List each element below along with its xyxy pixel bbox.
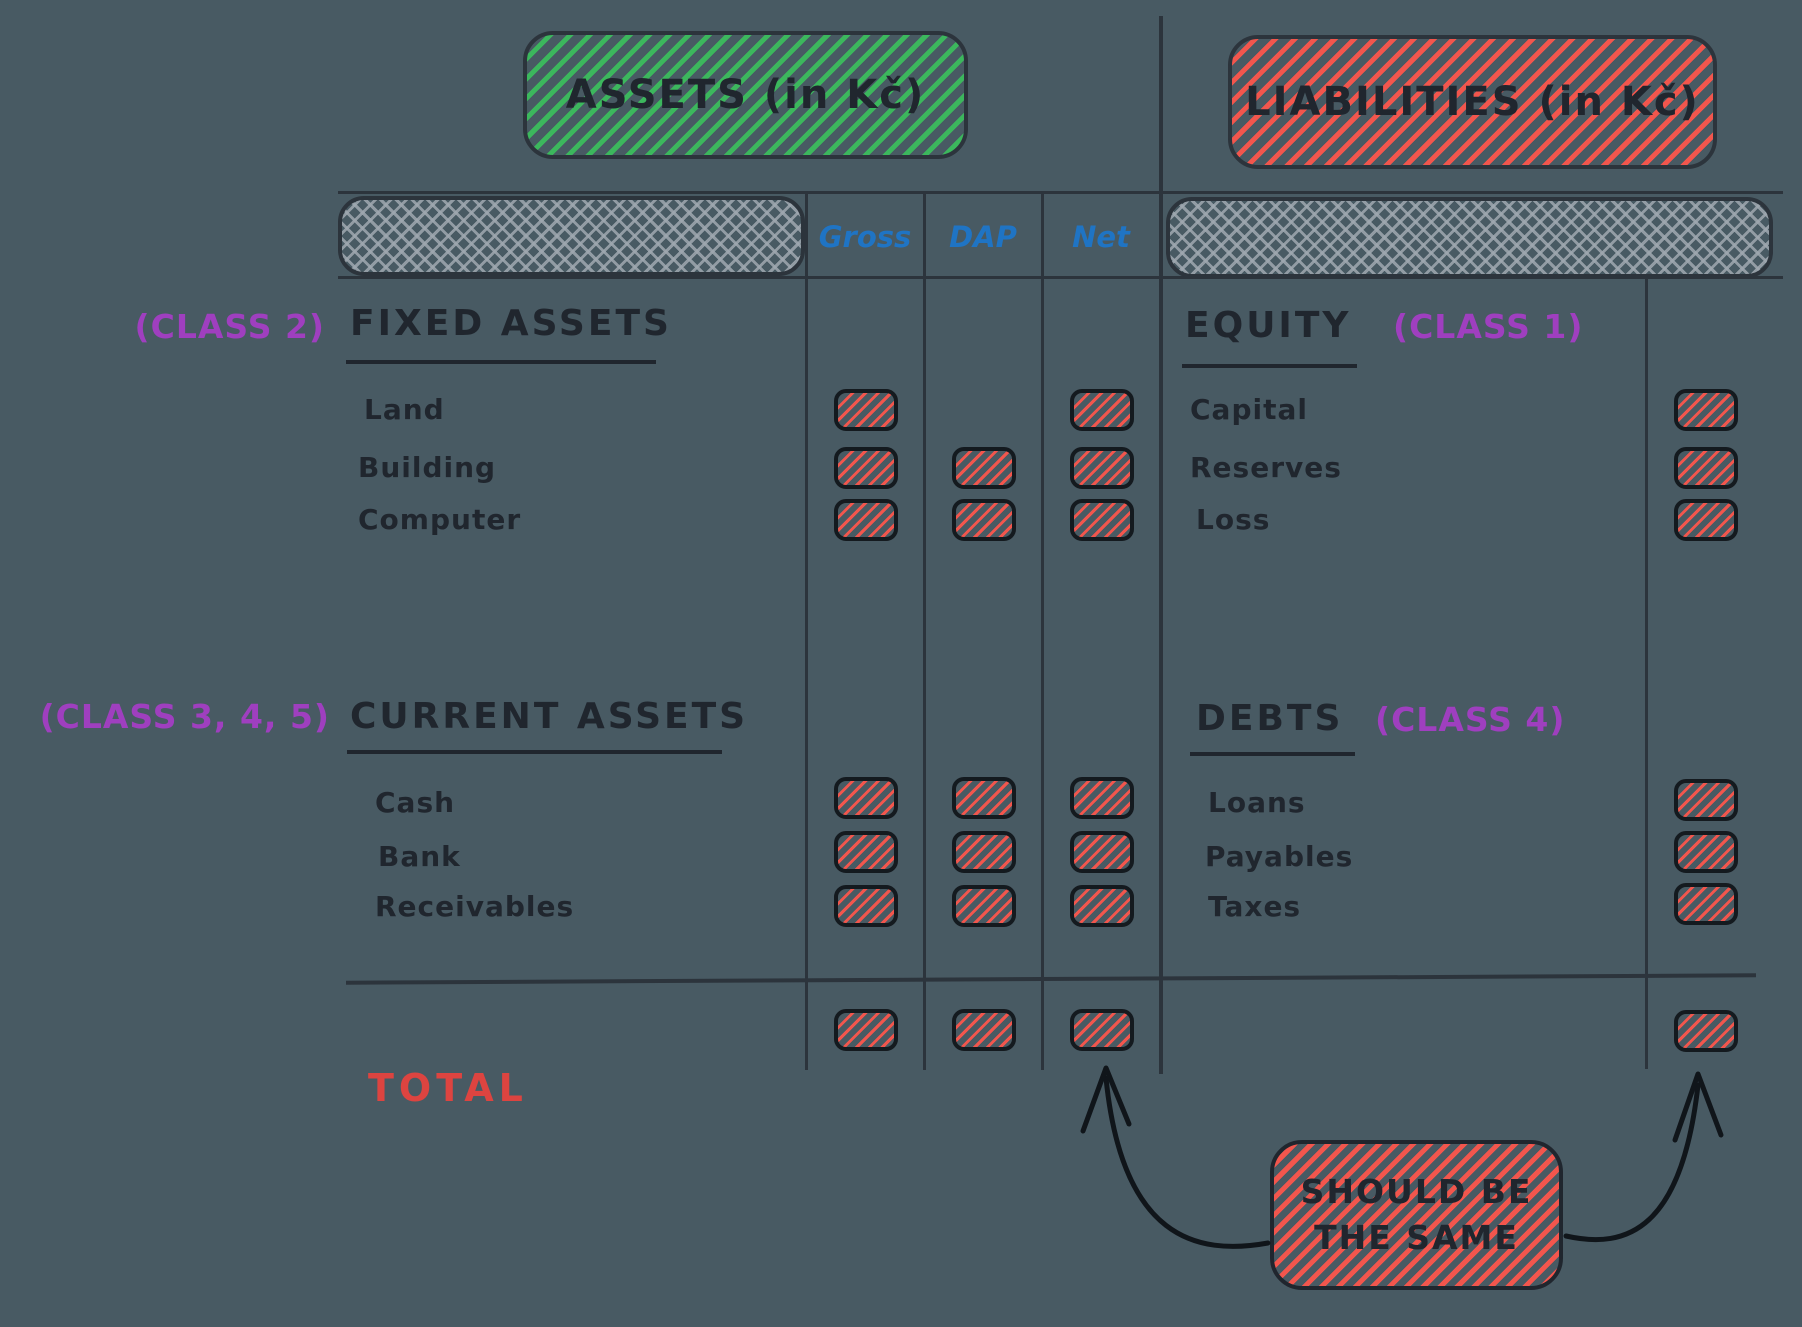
row-label-payables: Payables [1205,840,1354,873]
value-box-loss [1674,499,1738,541]
row-label-receivables: Receivables [375,890,575,923]
note-line-2: THE SAME [1314,1218,1519,1257]
row-label-reserves: Reserves [1190,451,1342,484]
value-box-total-liabilities [1674,1010,1738,1052]
column-line-gross-left [805,193,808,1070]
value-box-receivables-dap [952,885,1016,927]
value-box-cash-net [1070,777,1134,819]
section-title-fixed-assets: FIXED ASSETS [350,303,672,344]
value-box-land-gross [834,389,898,431]
arrowhead-right-icon [1672,1071,1724,1143]
current-assets-underline [347,750,722,754]
value-box-building-dap [952,447,1016,489]
section-title-debts: DEBTS [1196,698,1344,739]
row-label-loans: Loans [1208,786,1306,819]
arrowhead-left-icon [1080,1065,1132,1134]
value-box-cash-dap [952,777,1016,819]
curved-arrow-right [1563,1082,1701,1243]
value-box-cash-gross [834,777,898,819]
total-label: TOTAL [368,1066,528,1110]
row-label-building: Building [358,451,497,484]
class-label-equity: (CLASS 1) [1393,307,1584,346]
liabilities-header-box: LIABILITIES (in Kč) [1228,35,1717,169]
assets-label-column-bar [338,196,805,276]
curved-arrow-left [1103,1075,1271,1249]
row-label-land: Land [364,393,445,426]
value-box-computer-gross [834,499,898,541]
value-box-building-gross [834,447,898,489]
value-box-taxes [1674,883,1738,925]
column-header-gross: Gross [818,220,912,254]
note-line-1: SHOULD BE [1300,1172,1533,1211]
column-header-net: Net [1072,220,1130,254]
liabilities-value-column-line [1645,279,1648,1069]
class-label-debts: (CLASS 4) [1375,700,1566,739]
value-box-total-dap [952,1009,1016,1051]
value-box-bank-gross [834,831,898,873]
value-box-receivables-gross [834,885,898,927]
header-band-bottom-line [338,276,1783,279]
liabilities-label-column-bar [1166,197,1773,278]
value-box-total-gross [834,1009,898,1051]
section-title-equity: EQUITY [1185,305,1352,346]
assets-header-box: ASSETS (in Kč) [523,31,968,159]
value-box-land-net [1070,389,1134,431]
column-line-gross-dap [923,193,926,1070]
row-label-taxes: Taxes [1208,890,1302,923]
equity-underline [1182,364,1357,368]
section-title-current-assets: CURRENT ASSETS [350,696,749,737]
row-label-loss: Loss [1196,503,1271,536]
value-box-total-net [1070,1009,1134,1051]
debts-underline [1190,752,1355,756]
row-label-computer: Computer [358,503,522,536]
value-box-capital [1674,389,1738,431]
value-box-computer-net [1070,499,1134,541]
center-divider-line [1159,16,1163,1074]
column-line-dap-net [1041,193,1044,1070]
assets-header-label: ASSETS (in Kč) [565,72,926,118]
should-be-the-same-note: SHOULD BE THE SAME [1270,1140,1563,1290]
row-label-cash: Cash [375,786,456,819]
value-box-computer-dap [952,499,1016,541]
value-box-bank-net [1070,831,1134,873]
value-box-loans [1674,779,1738,821]
class-label-current-assets: (CLASS 3, 4, 5) [39,697,330,736]
row-label-bank: Bank [378,840,461,873]
header-band-top-line [338,191,1783,194]
value-box-building-net [1070,447,1134,489]
class-label-fixed-assets: (CLASS 2) [134,307,325,346]
row-label-capital: Capital [1190,393,1308,426]
column-header-dap: DAP [949,220,1017,254]
fixed-assets-underline [346,360,656,364]
liabilities-header-label: LIABILITIES (in Kč) [1245,79,1700,125]
value-box-receivables-net [1070,885,1134,927]
value-box-payables [1674,831,1738,873]
value-box-reserves [1674,447,1738,489]
value-box-bank-dap [952,831,1016,873]
